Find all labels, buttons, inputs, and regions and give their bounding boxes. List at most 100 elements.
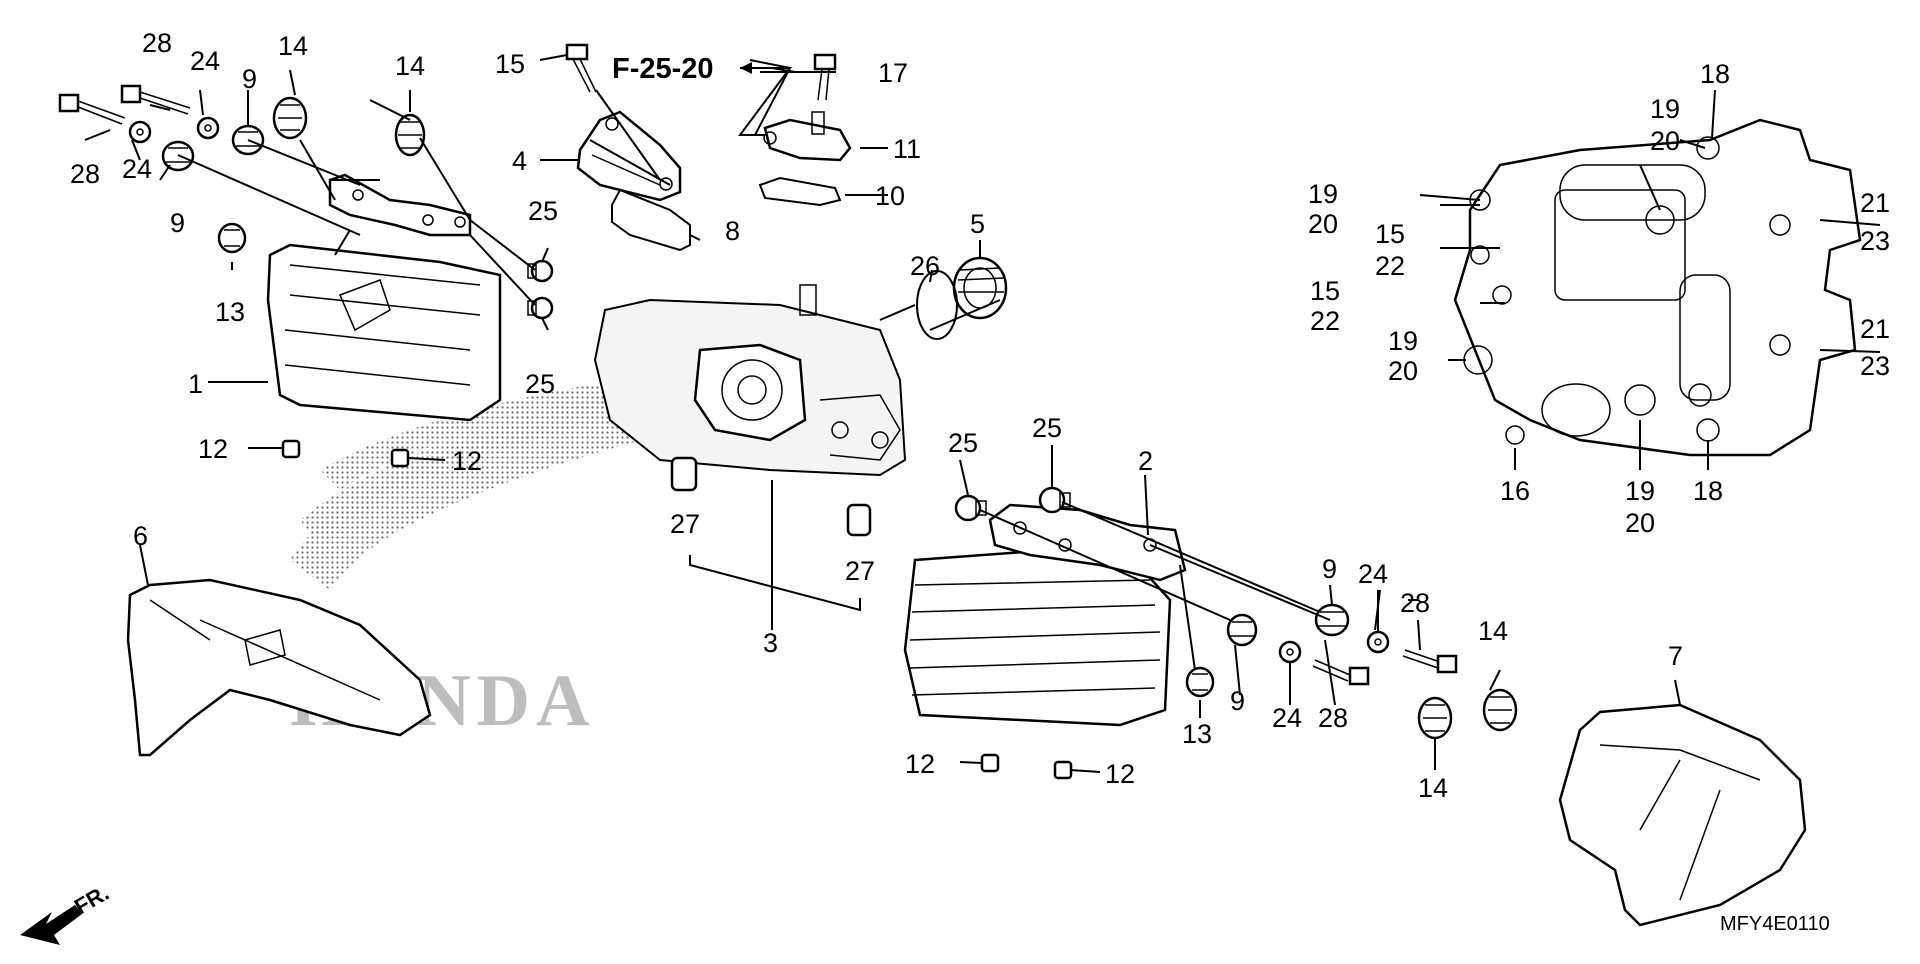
callout-label: 9: [1230, 686, 1245, 716]
callout-labels: 28 24 9 14 14 28 24 9 13 25 25 1 12 12 1…: [70, 28, 1890, 803]
callout-label: 21: [1860, 188, 1890, 218]
grommet-14-d: [1417, 696, 1453, 740]
callout-label: 20: [1388, 356, 1418, 386]
callout-label: 1: [188, 369, 203, 399]
washer-24-b: [128, 120, 152, 144]
callout-label: 26: [910, 251, 940, 281]
callout-label: 11: [893, 134, 921, 164]
callout-label: 14: [278, 31, 308, 61]
reference-label[interactable]: F-25-20: [612, 53, 714, 85]
callout-label: 14: [1478, 616, 1508, 646]
part-7-side-cover: [1558, 703, 1807, 927]
callout-label: 22: [1310, 306, 1340, 336]
part-4-breather-cover: [576, 110, 682, 202]
callout-label: 10: [875, 181, 905, 211]
callout-label: 3: [763, 628, 778, 658]
grommet-14-c: [1482, 688, 1518, 732]
leader-lines: [84, 54, 1881, 773]
callout-label: 8: [725, 216, 740, 246]
collar-12-c: [980, 753, 1000, 773]
callout-label: 15: [1310, 276, 1340, 306]
grommet-9-c: [1226, 613, 1258, 647]
nut-13-a: [217, 222, 247, 254]
diagram-code: MFY4E0110: [1720, 913, 1830, 935]
callout-label: 28: [142, 28, 172, 58]
grommet-14-a: [272, 96, 308, 140]
dowel-27-a: [670, 456, 698, 492]
nut-13-b: [1185, 666, 1215, 698]
callout-label: 9: [242, 64, 257, 94]
bolt-28-b: [58, 93, 126, 125]
callout-label: 19: [1625, 476, 1655, 506]
callout-label: 14: [395, 51, 425, 81]
bolt-17: [813, 53, 837, 101]
bolt-25-d: [1038, 486, 1071, 514]
callout-label: 25: [1032, 413, 1062, 443]
bolt-28-a: [120, 84, 191, 115]
callout-label: 23: [1860, 226, 1890, 256]
bolt-25-a: [527, 259, 554, 283]
callout-label: 7: [1668, 641, 1683, 671]
callout-label: 12: [452, 446, 482, 476]
callout-label: 5: [970, 209, 985, 239]
callout-label: 18: [1700, 59, 1730, 89]
part-2-cylinder-cover-rear: [903, 503, 1187, 727]
callout-label: 21: [1860, 314, 1890, 344]
reference-arrow: [738, 62, 792, 136]
washer-24-a: [196, 116, 220, 140]
bolt-28-c: [1312, 659, 1370, 686]
callout-label: 24: [1358, 559, 1388, 589]
callout-label: 25: [948, 428, 978, 458]
callout-label: 2: [1138, 446, 1153, 476]
callout-label: 19: [1308, 179, 1338, 209]
front-direction-arrow: FR.: [20, 880, 113, 945]
callout-label: 22: [1375, 251, 1405, 281]
part-6-side-cover: [126, 578, 432, 757]
callout-label: 4: [512, 146, 527, 176]
callout-label: 24: [122, 154, 152, 184]
callout-label: 25: [528, 196, 558, 226]
callout-label: 12: [905, 749, 935, 779]
callout-label: 12: [198, 434, 228, 464]
callout-label: 19: [1388, 326, 1418, 356]
part-10-gasket: [758, 176, 842, 207]
callout-label: 17: [878, 58, 908, 88]
part-16-head-gasket-plate: [1453, 118, 1862, 457]
callout-label: 24: [190, 46, 220, 76]
callout-label: 16: [1500, 476, 1530, 506]
part-3-cylinder-head: [593, 284, 907, 477]
callout-label: 24: [1272, 703, 1302, 733]
callout-label: 12: [1105, 759, 1135, 789]
grommet-14-b: [394, 113, 426, 157]
grommet-9-d: [1314, 603, 1350, 637]
callout-label: 27: [845, 556, 875, 586]
callout-label: 15: [1375, 219, 1405, 249]
callout-label: 18: [1693, 476, 1723, 506]
dowel-27-b: [846, 503, 872, 537]
bolt-25-c: [954, 494, 987, 522]
callout-label: 28: [1318, 703, 1348, 733]
bolt-15-top: [565, 43, 597, 93]
callout-label: 9: [1322, 554, 1337, 584]
part-1-cylinder-cover-front: [266, 173, 502, 422]
collar-12-d: [1053, 760, 1073, 780]
callout-label: 20: [1625, 508, 1655, 538]
bolt-28-d: [1402, 649, 1458, 674]
part-11-cover: [763, 111, 852, 162]
callout-label: 28: [70, 159, 100, 189]
callout-label: 9: [170, 208, 185, 238]
callout-label: 27: [670, 509, 700, 539]
collar-12-a: [281, 439, 301, 459]
callout-label: 20: [1650, 126, 1680, 156]
callout-label: 19: [1650, 94, 1680, 124]
part-8-gasket: [611, 188, 691, 252]
callout-label: 13: [1182, 719, 1212, 749]
callout-label: 13: [215, 297, 245, 327]
washer-24-c: [1278, 640, 1302, 664]
collar-12-b: [390, 448, 410, 468]
washer-24-d: [1366, 630, 1390, 654]
callout-label: 25: [525, 369, 555, 399]
part-26-o-ring: [916, 270, 958, 340]
